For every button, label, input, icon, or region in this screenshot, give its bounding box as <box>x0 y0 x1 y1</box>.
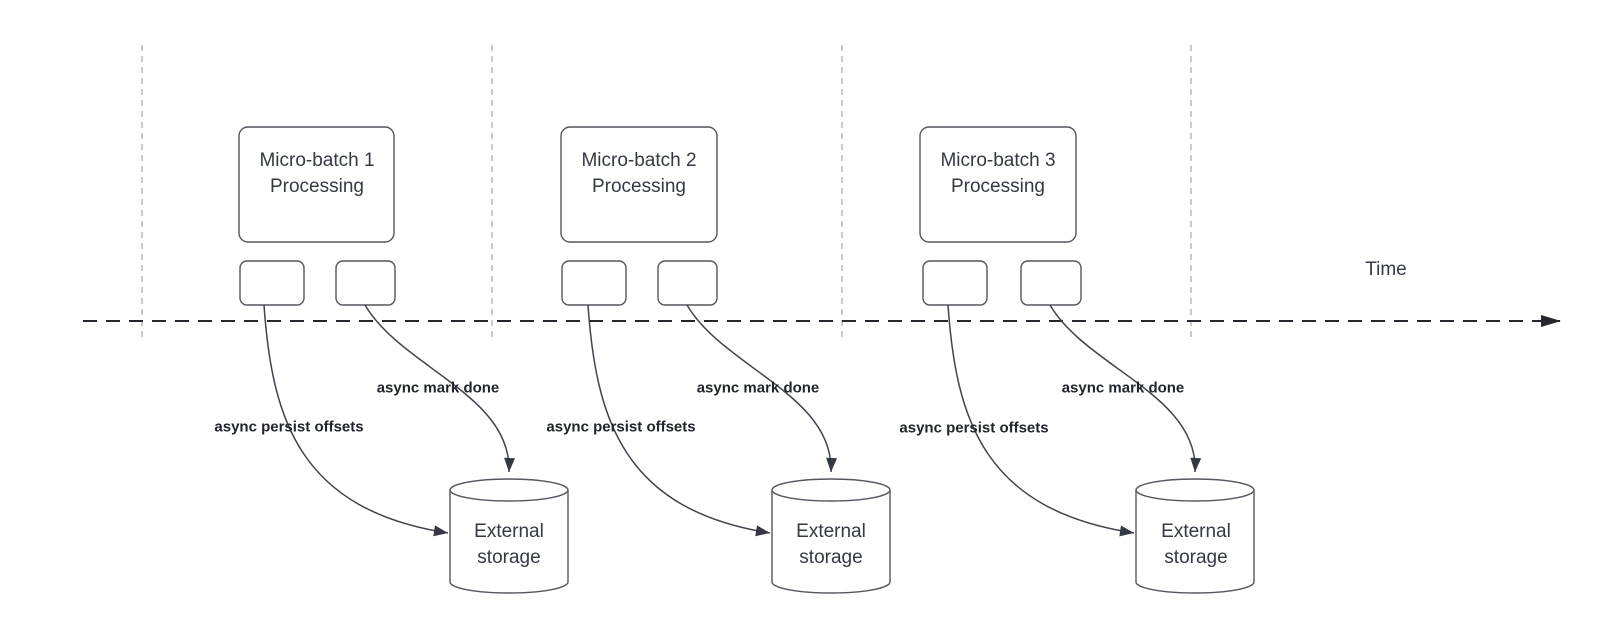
mark-done-label-3: async mark done <box>1061 379 1185 397</box>
storage-label-3: External storage <box>1161 521 1231 568</box>
persist-offsets-label-3: async persist offsets <box>899 419 1049 437</box>
persist-offsets-arrow-3 <box>947 304 1135 537</box>
storage-cylinder-3 <box>1135 478 1255 594</box>
storage-cylinder-1-rim <box>449 489 569 502</box>
microbatch-2-done-node <box>657 260 718 306</box>
mark-done-arrow-2 <box>686 304 838 473</box>
mark-done-arrow-3 <box>1049 304 1202 473</box>
mark-done-label-1: async mark done <box>376 379 500 397</box>
microbatch-3-box <box>919 126 1077 243</box>
persist-offsets-arrow-1 <box>263 304 449 537</box>
microbatch-2-label: Micro-batch 2 Processing <box>581 150 697 197</box>
storage-label-1: External storage <box>474 521 544 568</box>
persist-offsets-arrow-2 <box>587 304 771 537</box>
microbatch-2-box <box>560 126 718 243</box>
microbatch-1-label: Micro-batch 1 Processing <box>259 150 375 197</box>
storage-cylinder-2-rim <box>771 489 891 502</box>
microbatch-3-label: Micro-batch 3 Processing <box>940 150 1056 197</box>
storage-label-2: External storage <box>796 521 866 568</box>
microbatch-3-offsets-node <box>922 260 988 306</box>
microbatch-2-offsets-node <box>561 260 627 306</box>
storage-cylinder-2 <box>771 478 891 594</box>
storage-cylinder-1 <box>449 478 569 594</box>
mark-done-arrow-1 <box>364 304 516 473</box>
mark-done-label-2: async mark done <box>696 379 820 397</box>
microbatch-1-done-node <box>335 260 396 306</box>
persist-offsets-label-1: async persist offsets <box>214 418 364 436</box>
microbatch-3-done-node <box>1020 260 1082 306</box>
microbatch-1-box <box>238 126 395 243</box>
microbatch-1-offsets-node <box>239 260 305 306</box>
time-axis-label: Time <box>1365 259 1407 280</box>
storage-cylinder-3-rim <box>1135 489 1255 502</box>
persist-offsets-label-2: async persist offsets <box>546 418 696 436</box>
